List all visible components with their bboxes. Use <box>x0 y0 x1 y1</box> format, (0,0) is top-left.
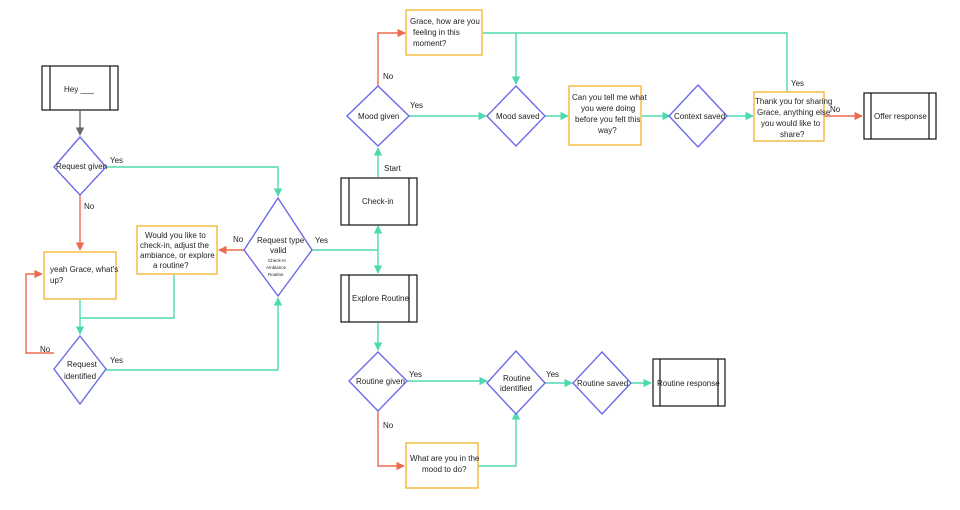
label-thank-you-no: No <box>830 105 841 114</box>
svg-text:a routine?: a routine? <box>153 261 189 270</box>
edge-thank-you-yes <box>483 32 788 92</box>
label-request-type-valid-yes: Yes <box>315 236 328 245</box>
label-request-type-valid-no: No <box>233 235 244 244</box>
label-request-identified-yes: Yes <box>110 356 123 365</box>
node-routine-identified: Routine identified <box>486 349 546 416</box>
label-routine-identified-yes: Yes <box>546 370 559 379</box>
node-request-type-valid: Request type valid Check-In Ambiance Rou… <box>243 196 313 298</box>
node-check-in: Check-in <box>340 177 418 226</box>
svg-text:feeling in this: feeling in this <box>413 28 460 37</box>
node-request-identified: Request identified <box>53 334 107 406</box>
svg-text:mood to do?: mood to do? <box>422 465 467 474</box>
svg-text:What are you in the: What are you in the <box>410 454 480 463</box>
terminal-nodes: Hey ___ Check-in Explore Routine Offer r… <box>41 65 937 407</box>
node-can-you-tell: Can you tell me what you were doing befo… <box>568 85 647 146</box>
node-thank-you: Thank you for sharing Grace, anything el… <box>753 91 832 142</box>
svg-text:Routine response: Routine response <box>657 379 720 388</box>
node-explore-routine: Explore Routine <box>340 274 418 323</box>
edge-request-identified-yes <box>106 297 283 371</box>
label-mood-given-yes: Yes <box>410 101 423 110</box>
svg-text:share?: share? <box>780 130 805 139</box>
node-mood-given: Mood given <box>345 85 411 147</box>
svg-text:Ambiance: Ambiance <box>266 265 287 270</box>
svg-text:check-in, adjust the: check-in, adjust the <box>140 241 209 250</box>
node-mood-saved: Mood saved <box>486 84 546 148</box>
svg-text:Routine given: Routine given <box>356 377 405 386</box>
svg-text:identified: identified <box>64 372 96 381</box>
svg-text:before you felt this: before you felt this <box>575 115 640 124</box>
svg-text:Offer response: Offer response <box>874 112 927 121</box>
svg-text:Check-in: Check-in <box>362 197 394 206</box>
svg-text:Request given: Request given <box>56 162 107 171</box>
edges <box>25 28 863 471</box>
svg-text:Can you tell me what: Can you tell me what <box>572 93 647 102</box>
node-routine-given: Routine given <box>348 351 408 413</box>
svg-text:Request type: Request type <box>257 236 305 245</box>
svg-text:you were doing: you were doing <box>581 104 635 113</box>
svg-text:Grace, anything else: Grace, anything else <box>757 108 831 117</box>
label-mood-given-no: No <box>383 72 394 81</box>
svg-text:Routine saved: Routine saved <box>577 379 628 388</box>
svg-text:moment?: moment? <box>413 39 447 48</box>
svg-text:Thank you for sharing: Thank you for sharing <box>755 97 832 106</box>
node-routine-saved: Routine saved <box>572 350 632 416</box>
svg-text:Routine: Routine <box>503 374 531 383</box>
node-hey: Hey ___ <box>41 65 119 111</box>
edge-would-you-like-return <box>80 275 175 319</box>
edge-labels: Yes No No Yes No Yes Start No Yes Yes No… <box>40 72 841 430</box>
svg-text:Mood saved: Mood saved <box>496 112 540 121</box>
node-what-are-you: What are you in the mood to do? <box>405 442 480 489</box>
svg-text:Request: Request <box>67 360 98 369</box>
svg-text:Explore Routine: Explore Routine <box>352 294 409 303</box>
node-context-saved: Context saved <box>668 83 728 149</box>
edge-what-to-routine-identified <box>478 411 521 467</box>
decision-nodes: Request given Request identified Request… <box>53 83 728 416</box>
svg-text:Context saved: Context saved <box>674 112 725 121</box>
edge-request-identified-no <box>25 269 54 354</box>
svg-text:ambiance, or explore: ambiance, or explore <box>140 251 215 260</box>
svg-text:valid: valid <box>270 246 286 255</box>
edge-routine-given-no <box>377 411 405 471</box>
node-routine-response: Routine response <box>652 358 726 407</box>
label-routine-given-no: No <box>383 421 394 430</box>
svg-text:Hey ___: Hey ___ <box>64 85 94 94</box>
node-request-given: Request given <box>53 135 107 197</box>
node-grace-how: Grace, how are you feeling in this momen… <box>405 9 483 56</box>
svg-text:Mood given: Mood given <box>358 112 399 121</box>
label-request-identified-no: No <box>40 345 51 354</box>
label-request-given-no: No <box>84 202 95 211</box>
svg-text:you would like to: you would like to <box>761 119 821 128</box>
svg-text:Grace, how are you: Grace, how are you <box>410 17 480 26</box>
svg-text:Would you like to: Would you like to <box>145 231 206 240</box>
node-offer-response: Offer response <box>863 92 937 140</box>
node-yeah-grace: yeah Grace, what's up? <box>43 251 118 300</box>
edge-request-given-yes <box>106 166 283 197</box>
label-thank-you-yes: Yes <box>791 79 804 88</box>
svg-text:Routine: Routine <box>268 272 284 277</box>
prompt-nodes: yeah Grace, what's up? Would you like to… <box>43 9 832 489</box>
edge-mood-given-no <box>377 28 406 86</box>
node-would-you-like: Would you like to check-in, adjust the a… <box>136 225 218 275</box>
svg-text:yeah Grace, what's: yeah Grace, what's <box>50 265 118 274</box>
svg-text:Check-In: Check-In <box>268 258 287 263</box>
svg-text:way?: way? <box>597 126 617 135</box>
label-request-given-yes: Yes <box>110 156 123 165</box>
label-check-in-start: Start <box>384 164 402 173</box>
svg-text:up?: up? <box>50 276 64 285</box>
label-routine-given-yes: Yes <box>409 370 422 379</box>
svg-text:identified: identified <box>500 384 532 393</box>
